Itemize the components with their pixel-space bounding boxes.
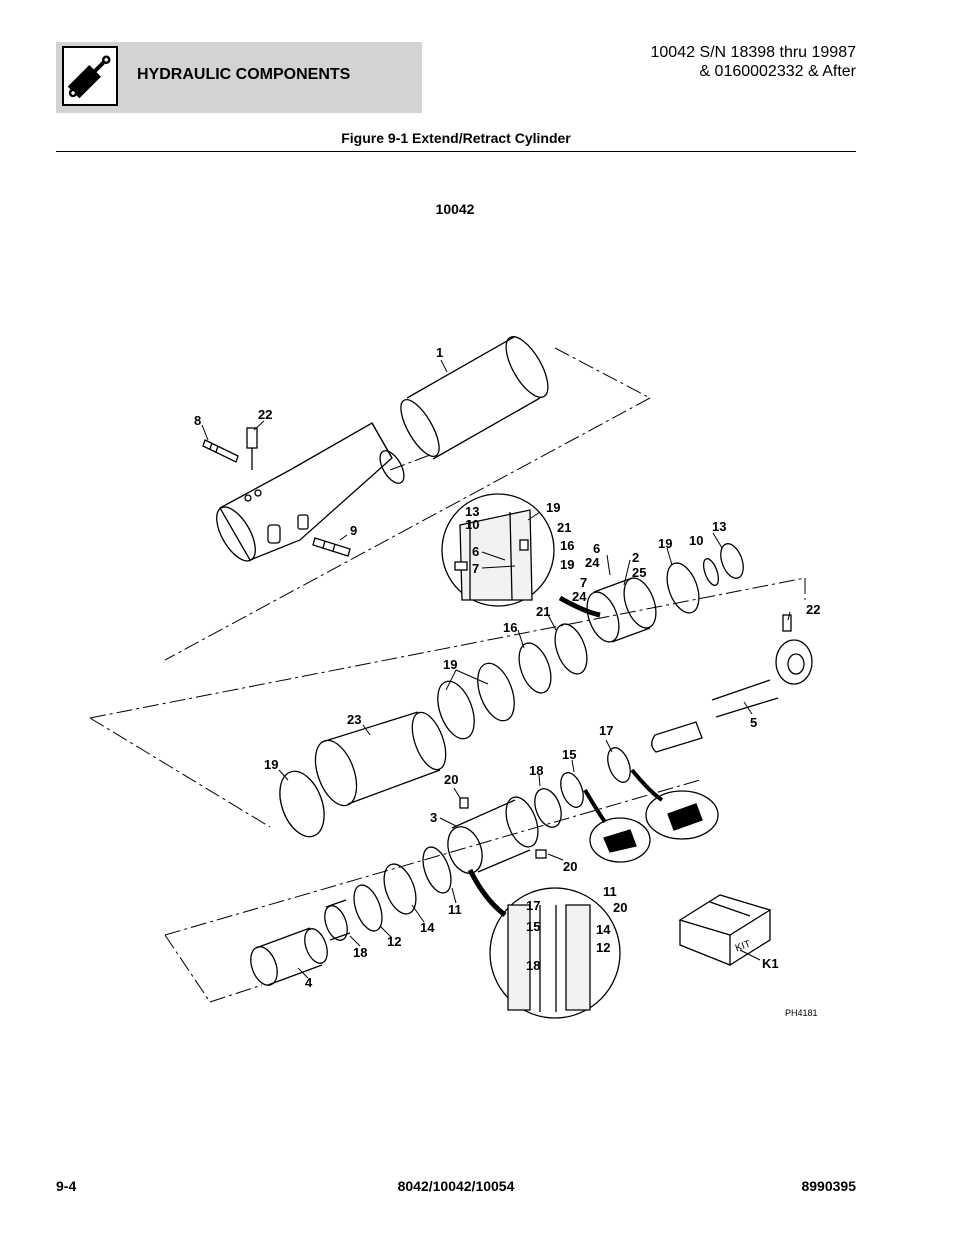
seal-detail-bubbles	[583, 768, 719, 863]
detail-circle-piston	[441, 493, 601, 618]
cylinder-rod	[651, 614, 813, 753]
callout-k1: K1	[762, 956, 779, 971]
footer-models: 8042/10042/10054	[397, 1178, 515, 1194]
doc-number: 8990395	[801, 1178, 856, 1194]
callout-20: 20	[444, 772, 458, 787]
kit-box	[678, 894, 772, 966]
callout-7: 7	[472, 561, 479, 576]
callout-3: 3	[430, 810, 437, 825]
callout-13: 13	[465, 504, 479, 519]
callout-18: 18	[529, 763, 543, 778]
callout-19: 19	[560, 557, 574, 572]
callout-15: 15	[562, 747, 576, 762]
callout-22: 22	[258, 407, 272, 422]
fitting-9	[312, 537, 351, 557]
callout-20: 20	[563, 859, 577, 874]
callout-11: 11	[448, 902, 462, 917]
callout-2: 2	[632, 550, 639, 565]
callout-21: 21	[557, 520, 571, 535]
callout-17: 17	[599, 723, 613, 738]
callout-18: 18	[353, 945, 367, 960]
callout-12: 12	[387, 934, 401, 949]
callout-6: 6	[472, 544, 479, 559]
callout-5: 5	[750, 715, 757, 730]
page-number: 9-4	[56, 1178, 77, 1194]
callout-17: 17	[526, 898, 540, 913]
barrel-tube	[400, 336, 549, 460]
image-code: PH4181	[785, 1008, 818, 1018]
kit-box-label: KIT	[734, 939, 752, 955]
callout-10: 10	[465, 517, 479, 532]
callout-19: 19	[658, 536, 672, 551]
hydraulic-cylinder-icon	[62, 46, 118, 106]
callout-25: 25	[632, 565, 646, 580]
callout-12: 12	[596, 940, 610, 955]
callout-6: 6	[593, 541, 600, 556]
callout-18: 18	[526, 958, 540, 973]
callout-14: 14	[596, 922, 611, 937]
callout-16: 16	[560, 538, 574, 553]
callout-21: 21	[536, 604, 550, 619]
callout-15: 15	[526, 919, 540, 934]
callout-22: 22	[806, 602, 820, 617]
figure-title: Figure 9-1 Extend/Retract Cylinder	[341, 130, 571, 146]
leader-lines	[201, 359, 791, 979]
callout-9: 9	[350, 523, 357, 538]
lower-rings	[250, 846, 452, 986]
fitting-22-top	[246, 427, 258, 470]
callout-24: 24	[585, 555, 600, 570]
header-rule	[56, 151, 856, 152]
piston-assembly	[437, 543, 744, 740]
callout-19: 19	[546, 500, 560, 515]
callout-10: 10	[689, 533, 703, 548]
detail-circle-gland	[467, 868, 621, 1019]
callout-16: 16	[503, 620, 517, 635]
callout-23: 23	[347, 712, 361, 727]
callout-24: 24	[572, 589, 587, 604]
callout-11: 11	[603, 884, 617, 899]
callout-7: 7	[580, 575, 587, 590]
callout-4: 4	[305, 975, 313, 990]
cylinder-head	[216, 422, 405, 562]
callout-19: 19	[443, 657, 457, 672]
centerlines	[89, 347, 806, 1003]
section-title: HYDRAULIC COMPONENTS	[137, 66, 351, 83]
callout-labels: 1 8 22 9 13 10 19 21 16 6 7 19 6 24 2 25…	[194, 345, 820, 990]
spacer-tube	[279, 711, 447, 838]
figure-model: 10042	[435, 201, 475, 217]
fitting-8	[202, 439, 239, 463]
callout-8: 8	[194, 413, 201, 428]
callout-19: 19	[264, 757, 278, 772]
callout-13: 13	[712, 519, 726, 534]
serial-line-2: & 0160002332 & After	[699, 63, 856, 80]
callout-20: 20	[613, 900, 627, 915]
serial-range: 10042 S/N 18398 thru 19987 & 0160002332 …	[651, 43, 857, 81]
callout-14: 14	[420, 920, 435, 935]
callout-1: 1	[436, 345, 443, 360]
serial-line-1: 10042 S/N 18398 thru 19987	[650, 44, 857, 61]
